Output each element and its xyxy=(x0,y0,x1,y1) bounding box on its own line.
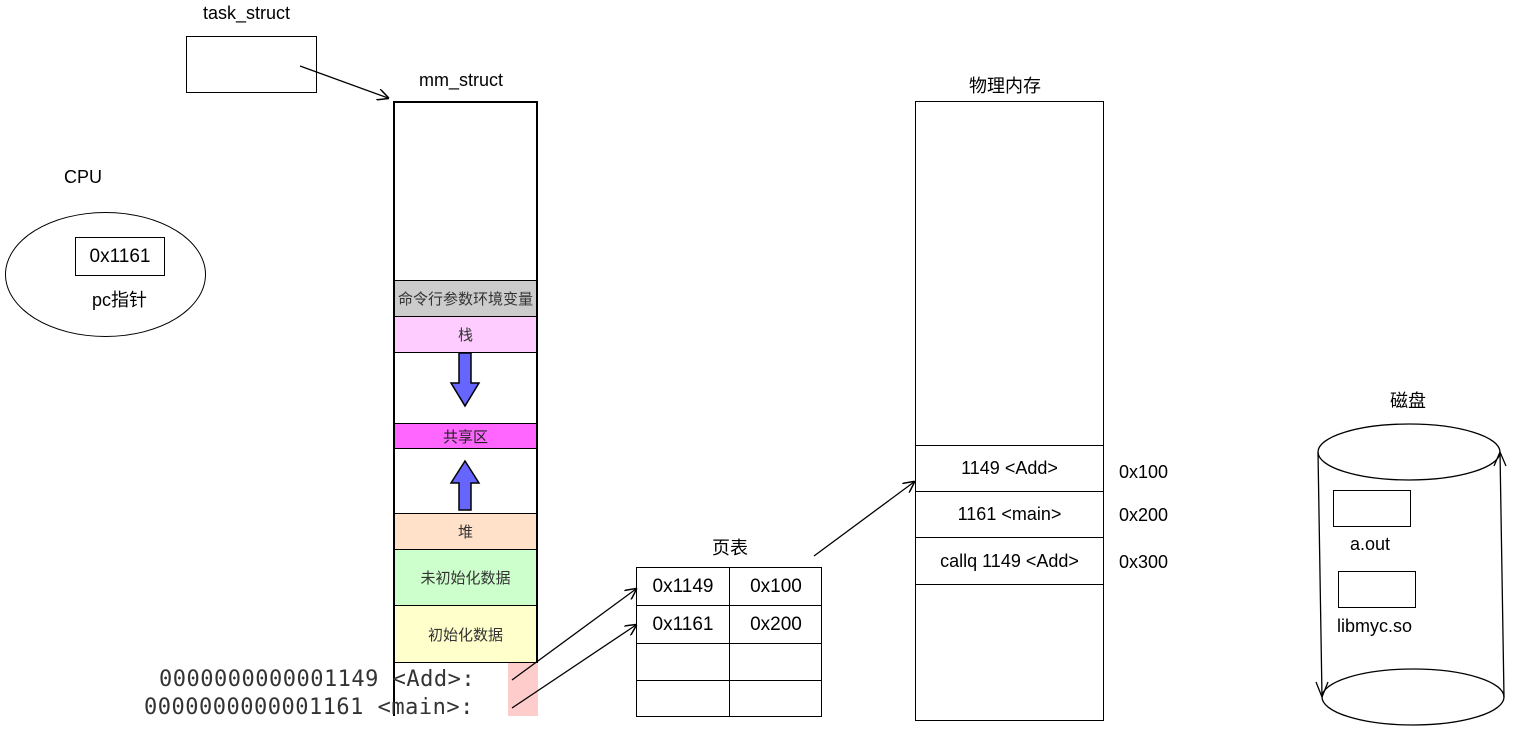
physical-memory-divider xyxy=(916,584,1103,585)
code-line-main: 0000000000001161 <main>: xyxy=(144,695,474,720)
physical-memory-label: 物理内存 xyxy=(969,76,1041,96)
arrow-pagetable-to-memory xyxy=(813,482,914,557)
segment-heap: 堆 xyxy=(395,513,536,549)
page-table-virtual-cell: 0x1149 xyxy=(652,575,714,597)
segment-shared: 共享区 xyxy=(395,423,536,448)
task-struct-box[interactable] xyxy=(186,36,317,93)
physical-address-label: 0x200 xyxy=(1119,505,1169,525)
physical-address-label: 0x300 xyxy=(1119,552,1169,572)
page-table-label: 页表 xyxy=(712,538,748,558)
page-table-row-divider xyxy=(637,680,821,681)
file-name-libmyc: libmyc.so xyxy=(1337,616,1413,636)
mm-struct-column[interactable]: 命令行参数环境变量 栈 共享区 堆 未初始化数据 初始化数据 xyxy=(393,101,538,718)
pc-register-label: pc指针 xyxy=(92,290,148,310)
page-table-physical-cell: 0x200 xyxy=(750,613,802,635)
page-table-row-divider xyxy=(637,605,821,606)
segment-stack: 栈 xyxy=(395,316,536,352)
file-icon[interactable] xyxy=(1338,571,1416,608)
physical-memory-cell: callq 1149 <Add> xyxy=(916,537,1103,584)
page-table-virtual-cell: 0x1161 xyxy=(652,613,714,635)
segment-stack-gap xyxy=(395,352,536,423)
physical-memory-cell: 1161 <main> xyxy=(916,491,1103,537)
physical-memory-cell: 1149 <Add> xyxy=(916,445,1103,491)
cpu-label: CPU xyxy=(64,167,103,187)
task-struct-label: task_struct xyxy=(203,3,291,23)
segment-bss: 未初始化数据 xyxy=(395,549,536,605)
page-table-col-divider xyxy=(729,568,730,716)
code-region-marker xyxy=(508,663,538,716)
disk-label: 磁盘 xyxy=(1390,391,1426,411)
file-name-aout: a.out xyxy=(1350,534,1391,554)
page-table-physical-cell: 0x100 xyxy=(750,575,802,597)
segment-data: 初始化数据 xyxy=(395,605,536,662)
code-line-add: 0000000000001149 <Add>: xyxy=(159,667,476,692)
mm-struct-label: mm_struct xyxy=(419,70,504,90)
segment-heap-gap xyxy=(395,448,536,513)
file-icon[interactable] xyxy=(1333,490,1411,527)
segment-args-env: 命令行参数环境变量 xyxy=(395,280,536,316)
page-table-row-divider xyxy=(637,643,821,644)
cpu-ellipse[interactable] xyxy=(5,212,206,337)
physical-memory-column[interactable]: 1149 <Add> 1161 <main> callq 1149 <Add> xyxy=(915,101,1104,721)
pc-register-box: 0x1161 xyxy=(75,237,165,276)
page-table[interactable]: 0x1149 0x100 0x1161 0x200 xyxy=(636,567,822,717)
physical-address-label: 0x100 xyxy=(1119,462,1169,482)
